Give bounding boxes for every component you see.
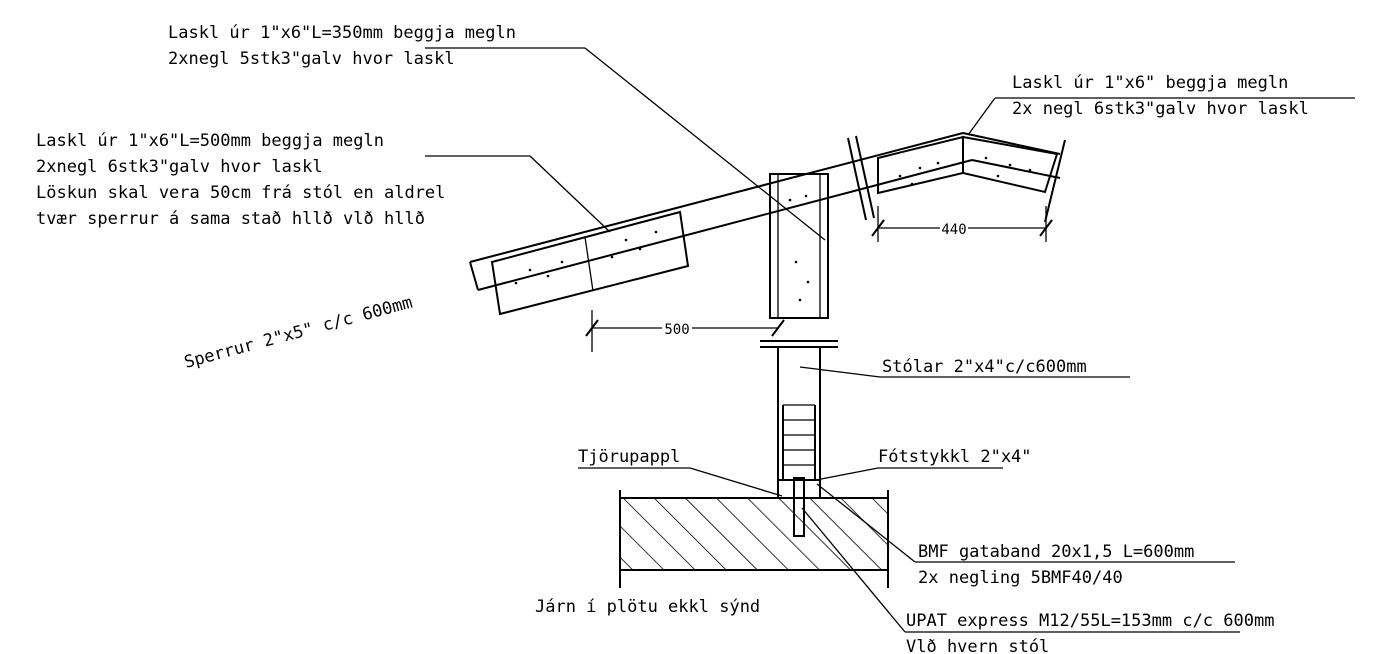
lap-left-line-4: tvær sperrur á sama stað hllð vlð hllð xyxy=(36,209,425,229)
concrete-slab xyxy=(619,490,889,588)
sole-plate-label: Fótstykkl 2"x4" xyxy=(878,447,1032,467)
rafter xyxy=(469,132,1061,291)
dimension-440: 440 xyxy=(871,206,1053,242)
strap-line-1: BMF gataband 20x1,5 L=600mm xyxy=(918,542,1194,562)
lap-right-line-2: 2x negl 6stk3"galv hvor laskl xyxy=(1012,99,1309,119)
ridge-lap-plates xyxy=(877,135,1059,195)
lap-top-line-2: 2xnegl 5stk3"galv hvor laskl xyxy=(168,49,455,69)
break-marks xyxy=(847,135,1066,223)
strap-line-2: 2x negling 5BMF40/40 xyxy=(918,568,1123,588)
anchor-line-2: Vlð hvern stól xyxy=(906,637,1049,654)
lap-left-line-1: Laskl úr 1"x6"L=500mm beggja megln xyxy=(36,131,384,151)
lap-right-line-1: Laskl úr 1"x6" beggja megln xyxy=(1012,73,1288,93)
leaders xyxy=(425,47,1355,633)
posts-label: Stólar 2"x4"c/c600mm xyxy=(882,357,1087,377)
lap-left-line-3: Löskun skal vera 50cm frá stól en aldrel xyxy=(36,183,445,203)
dimension-500: 500 xyxy=(585,310,785,352)
dimension-440-label: 440 xyxy=(941,222,966,238)
dimension-500-label: 500 xyxy=(664,322,689,338)
post xyxy=(760,173,838,537)
rebar-note: Járn í plötu ekkl sýnd xyxy=(535,597,760,617)
lap-left-line-2: 2xnegl 6stk3"galv hvor laskl xyxy=(36,157,323,177)
tar-paper-label: Tjörupappl xyxy=(578,447,680,467)
left-lap-plate xyxy=(490,210,690,316)
rafters-label: Sperrur 2"x5" c/c 600mm xyxy=(182,293,415,373)
lap-top-line-1: Laskl úr 1"x6"L=350mm beggja megln xyxy=(168,23,516,43)
anchor-line-1: UPAT express M12/55L=153mm c/c 600mm xyxy=(906,611,1274,631)
